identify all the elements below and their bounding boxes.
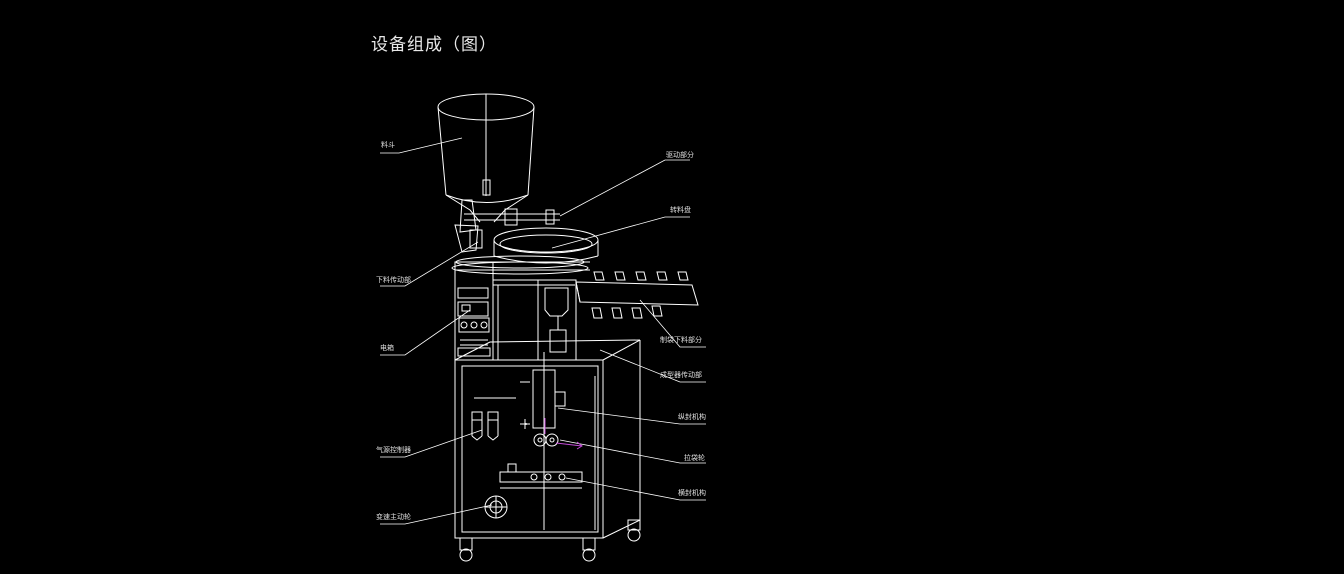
- leader-lines: [380, 137, 706, 525]
- label-bag-former: 制袋下料部分: [660, 336, 702, 344]
- motor-wheel-drawing: [484, 495, 508, 519]
- lower-cabinet-drawing: [454, 339, 641, 539]
- label-feed-drive: 下料传动部: [376, 276, 411, 284]
- electrical-box-drawing: [457, 287, 491, 357]
- drive-shaft-drawing: [454, 199, 560, 253]
- label-horizontal-seal: 横封机构: [678, 489, 706, 497]
- label-electrical: 电箱: [380, 344, 394, 352]
- label-hopper: 料斗: [381, 141, 395, 149]
- horizontal-seal-drawing: [499, 463, 583, 489]
- air-regulator-drawing: [471, 411, 499, 441]
- bag-former-drawing: [575, 271, 699, 319]
- label-pull-bag: 拉袋轮: [684, 454, 705, 462]
- pull-bag-wheels-drawing: [533, 433, 559, 447]
- label-vertical-seal: 纵封机构: [678, 413, 706, 421]
- label-drive: 驱动部分: [666, 151, 694, 159]
- page-title: 设备组成（图）: [371, 35, 497, 55]
- label-air-regulator: 气源控制器: [376, 446, 411, 454]
- vertical-seal-drawing: [520, 352, 566, 530]
- label-cup-disc: 转料盘: [670, 206, 691, 214]
- upper-frame-drawing: [454, 261, 577, 361]
- label-motor-drive: 变速主动轮: [376, 513, 411, 521]
- casters-drawing: [459, 519, 641, 562]
- hopper-drawing: [437, 93, 535, 223]
- accent-details: [544, 418, 583, 450]
- label-former-drive: 成型器传动部: [660, 371, 702, 379]
- cup-disc-drawing: [451, 227, 599, 275]
